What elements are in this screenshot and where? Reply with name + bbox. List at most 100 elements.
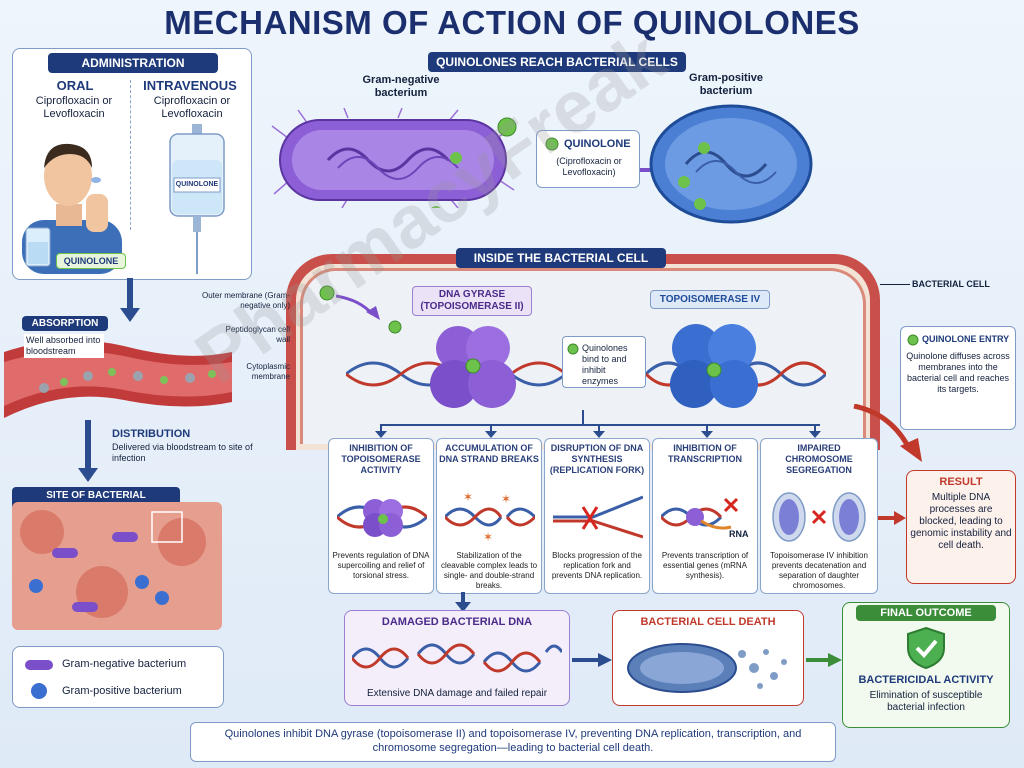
mechanism-title: ACCUMULATION OF DNA STRAND BREAKS (439, 443, 539, 464)
damaged-text: Extensive DNA damage and failed repair (366, 688, 548, 699)
arrow-right-icon (878, 511, 906, 525)
damaged-dna-illustration (352, 643, 562, 673)
topo4-label: TOPOISOMERASE IV (650, 290, 770, 309)
replication-fork-icon (553, 495, 643, 539)
svg-text:✶: ✶ (483, 530, 493, 543)
blood-vessel-illustration (4, 340, 232, 418)
inside-header: INSIDE THE BACTERIAL CELL (456, 248, 666, 268)
svg-text:✶: ✶ (501, 492, 511, 506)
iv-bag-label: QUINOLONE (175, 181, 219, 188)
legend-gram-negative: Gram-negative bacterium (62, 658, 187, 670)
gram-negative-label: Gram-negative bacterium (362, 74, 440, 99)
mechanism-title: INHIBITION OF TOPOISOMERASE ACTIVITY (341, 443, 421, 475)
dna-break-icon: ✶ ✶ ✶ (445, 491, 535, 543)
arrow-down-icon (78, 420, 98, 482)
mechanism-card-replication: DISRUPTION OF DNA SYNTHESIS (REPLICATION… (544, 438, 650, 594)
arrow-down-icon (120, 278, 140, 322)
entry-header: QUINOLONE ENTRY (922, 334, 1010, 344)
mechanism-title: DISRUPTION OF DNA SYNTHESIS (REPLICATION… (549, 443, 645, 475)
quinolone-title: QUINOLONE (564, 138, 631, 150)
summary-box (190, 722, 836, 762)
mechanism-desc: Blocks progression of the replication fo… (551, 551, 643, 580)
death-header: BACTERIAL CELL DEATH (640, 616, 776, 628)
distribution-header: DISTRIBUTION (112, 428, 191, 440)
gram-positive-label: Gram-positive bacterium (689, 72, 763, 97)
quinolone-molecule-icon (388, 320, 402, 334)
arrow-right-icon (572, 653, 612, 667)
mechanism-card-transcription: INHIBITION OF TRANSCRIPTION RNA Prevents… (652, 438, 758, 594)
result-text: Multiple DNA processes are blocked, lead… (910, 492, 1012, 551)
rna-label: RNA (729, 529, 749, 539)
result-header: RESULT (939, 476, 983, 488)
gram-positive-legend-icon (31, 683, 47, 699)
mechanism-title: INHIBITION OF TRANSCRIPTION (668, 443, 742, 464)
topoisomerase-iv-enzyme (670, 324, 758, 408)
mechanism-desc: Prevents regulation of DNA supercoiling … (332, 551, 430, 580)
iv-drugs: Ciprofloxacin or Levofloxacin (153, 95, 231, 120)
legend-gram-positive: Gram-positive bacterium (62, 685, 182, 697)
quinolone-molecule-icon (497, 117, 517, 137)
divider (130, 80, 131, 230)
gram-negative-bacterium (271, 108, 515, 208)
summary-text: Quinolones inhibit DNA gyrase (topoisome… (224, 728, 802, 754)
dying-bacterium-illustration (627, 643, 787, 693)
outer-membrane-label: Outer membrane (Gram-negative only) (201, 291, 290, 310)
mechanism-card-strand-breaks: ACCUMULATION OF DNA STRAND BREAKS ✶ ✶ ✶ … (436, 438, 542, 594)
mechanism-card-segregation: IMPAIRED CHROMOSOME SEGREGATION Topoisom… (760, 438, 878, 594)
entry-text: Quinolone diffuses across membranes into… (906, 351, 1010, 394)
damaged-header: DAMAGED BACTERIAL DNA (381, 616, 533, 628)
inhibited-enzyme-icon (337, 499, 427, 537)
gram-negative-legend-icon (25, 660, 53, 670)
mechanism-card-topoisomerase: INHIBITION OF TOPOISOMERASE ACTIVITY Pre… (328, 438, 434, 594)
svg-text:✶: ✶ (463, 491, 473, 504)
leader-line (880, 284, 910, 285)
arrow-down-icon (593, 424, 605, 438)
arrow-right-icon (853, 404, 922, 462)
quinolone-subtitle: (Ciprofloxacin or Levofloxacin) (556, 156, 622, 177)
arrow-down-icon (809, 424, 821, 438)
mechanism-title: IMPAIRED CHROMOSOME SEGREGATION (785, 443, 853, 475)
administration-header: ADMINISTRATION (48, 53, 218, 73)
mechanism-desc: Stabilization of the cleavable complex l… (440, 551, 538, 590)
quinolone-molecule-icon (319, 285, 335, 301)
arrow-down-icon (375, 424, 387, 438)
page-title: MECHANISM OF ACTION OF QUINOLONES (164, 4, 860, 41)
arrow-right-icon (336, 294, 380, 320)
patient-illustration (22, 143, 122, 274)
mechanism-desc: Prevents transcription of essential gene… (661, 551, 749, 580)
quinolone-molecule-icon (567, 343, 579, 355)
arrow-right-icon (806, 653, 842, 667)
arrow-down-icon (455, 592, 471, 612)
chromosome-segregation-icon (772, 492, 866, 542)
oral-label: ORAL (56, 78, 94, 93)
entry-panel (900, 326, 1016, 430)
iv-bag-illustration (169, 124, 225, 274)
distribution-text: Delivered via bloodstream to site of inf… (112, 442, 253, 463)
branch-stem (582, 410, 584, 426)
absorption-text: Well absorbed into bloodstream (24, 334, 104, 358)
quinolone-molecule-icon (907, 334, 919, 346)
transcription-icon (661, 497, 739, 530)
pill-label: QUINOLONE (56, 253, 126, 269)
final-header: FINAL OUTCOME (856, 605, 996, 621)
cytoplasmic-label: Cytoplasmic membrane (246, 362, 290, 381)
arrow-down-icon (701, 424, 713, 438)
iv-label: INTRAVENOUS (143, 78, 237, 93)
gyrase-label: DNA GYRASE (TOPOISOMERASE II) (412, 286, 532, 316)
reach-header: QUINOLONES REACH BACTERIAL CELLS (428, 52, 686, 72)
quinolone-molecule-icon (545, 137, 559, 151)
peptidoglycan-label: Peptidoglycan cell wall (225, 325, 290, 344)
gram-positive-bacterium (649, 104, 813, 224)
bacterial-cell-label: BACTERIAL CELL (912, 279, 990, 289)
dna-gyrase-enzyme (430, 326, 516, 408)
bind-text: Quinolones bind to and inhibit enzymes (582, 343, 628, 386)
oral-drugs: Ciprofloxacin or Levofloxacin (35, 95, 113, 120)
legend-panel (12, 646, 224, 708)
result-panel (906, 470, 1016, 584)
final-activity: BACTERICIDAL ACTIVITY (858, 674, 994, 686)
infection-site-illustration (12, 502, 222, 630)
shield-check-icon (907, 626, 945, 670)
mechanism-desc: Topoisomerase IV inhibition prevents dec… (770, 551, 868, 590)
final-text: Elimination of susceptible bacterial inf… (869, 690, 983, 713)
absorption-header: ABSORPTION (22, 316, 108, 331)
